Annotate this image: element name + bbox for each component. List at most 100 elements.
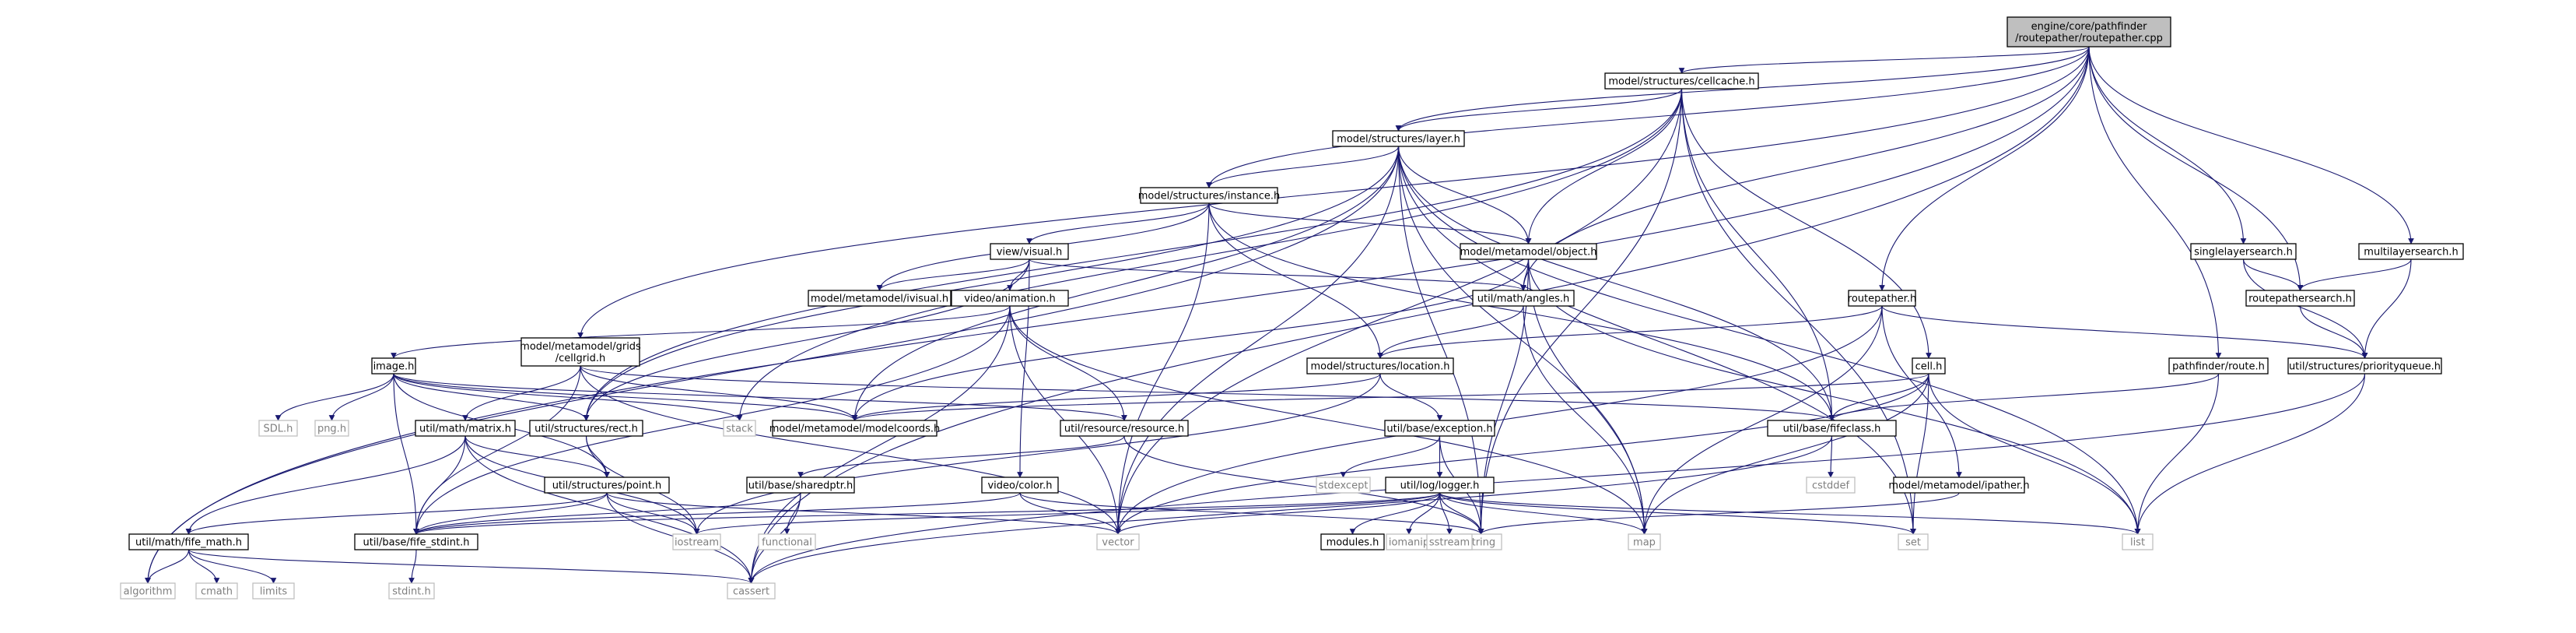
- nodes-layer: engine/core/pathfinder/routepather/route…: [120, 16, 2464, 600]
- node-multilayer-label: multilayersearch.h: [2364, 247, 2458, 258]
- node-resource-label: util/resource/resource.h: [1064, 424, 1184, 435]
- node-priorityqueue[interactable]: util/structures/priorityqueue.h: [2287, 357, 2442, 375]
- edge-instance-to-visual: [1026, 202, 1210, 244]
- node-cellgrid-box: [520, 337, 640, 367]
- edge-layer-to-object: [1397, 146, 1532, 244]
- node-fifeclass[interactable]: util/base/fifeclass.h: [1767, 420, 1897, 437]
- edge-root-to-cellgrid: [577, 46, 2090, 339]
- edge-fifemath-to-cassert: [188, 549, 755, 584]
- node-root[interactable]: engine/core/pathfinder/routepather/route…: [2006, 16, 2171, 47]
- edge-logger-to-fifestdint: [413, 492, 1441, 535]
- edge-priorityqueue-to-cassert: [748, 373, 2366, 584]
- edge-animation-to-fifestdint: [413, 305, 1011, 535]
- edge-instance-to-vector: [1115, 202, 1210, 535]
- node-cmath-label: cmath: [201, 586, 233, 598]
- edge-logger-to-string: [1439, 492, 1484, 535]
- edge-image-to-png: [328, 373, 394, 421]
- node-animation[interactable]: video/animation.h: [951, 290, 1069, 307]
- node-resource[interactable]: util/resource/resource.h: [1060, 420, 1189, 437]
- node-visual-box: [990, 243, 1069, 260]
- node-location[interactable]: model/structures/location.h: [1306, 357, 1454, 375]
- edge-multilayer-to-priorityqueue: [2361, 258, 2412, 359]
- node-modelcoords-box: [772, 420, 938, 437]
- node-set-label: set: [1905, 537, 1921, 549]
- edge-fifemath-to-algorithm: [145, 549, 190, 584]
- node-location-label: model/structures/location.h: [1311, 361, 1450, 373]
- node-cellgrid[interactable]: model/metamodel/grids/cellgrid.h: [520, 337, 641, 367]
- edge-routepather-to-priorityqueue: [1881, 305, 2368, 359]
- node-routepathersearch-label: routepathersearch.h: [2248, 294, 2352, 305]
- node-cellcache[interactable]: model/structures/cellcache.h: [1604, 72, 1759, 90]
- node-limits: limits: [252, 582, 295, 600]
- node-sstream-label: sstream: [1429, 537, 1470, 549]
- edge-cellgrid-to-modelcoords: [580, 365, 858, 421]
- node-cassert-label: cassert: [733, 586, 769, 598]
- edge-layer-to-rect: [583, 146, 1400, 421]
- edge-angles-to-location: [1377, 305, 1524, 359]
- node-image[interactable]: image.h: [371, 357, 416, 375]
- node-ivisual[interactable]: model/metamodel/ivisual.h: [808, 290, 952, 307]
- node-logger[interactable]: util/log/logger.h: [1385, 477, 1495, 494]
- node-instance-label: model/structures/instance.h: [1138, 191, 1280, 202]
- edge-route-to-fifeclass: [1828, 373, 2220, 421]
- edge-object-to-map: [1527, 258, 1648, 535]
- edge-visual-to-rect: [583, 258, 1030, 421]
- edge-cell-to-list: [1928, 373, 2141, 535]
- edge-singlelayer-to-routepathersearch: [2242, 258, 2304, 291]
- node-stack: stack: [723, 420, 756, 437]
- node-priorityqueue-box: [2287, 357, 2442, 375]
- node-image-box: [371, 357, 416, 375]
- edge-fifeclass-to-cstddef: [1828, 435, 1834, 478]
- node-resource-box: [1060, 420, 1189, 437]
- node-ipather[interactable]: model/metamodel/ipather.h: [1888, 477, 2030, 494]
- node-ivisual-box: [808, 290, 952, 307]
- node-routepathersearch[interactable]: routepathersearch.h: [2245, 290, 2355, 307]
- edge-cellgrid-to-vector: [580, 365, 1121, 535]
- node-layer[interactable]: model/structures/layer.h: [1332, 130, 1465, 147]
- edge-image-to-sdl: [275, 373, 394, 421]
- node-route[interactable]: pathfinder/route.h: [2168, 357, 2269, 375]
- edge-logger-to-sstream: [1439, 492, 1453, 535]
- edge-routepather-to-ipather: [1881, 305, 1962, 478]
- node-modules[interactable]: modules.h: [1320, 533, 1385, 550]
- node-color[interactable]: video/color.h: [981, 477, 1059, 494]
- node-angles[interactable]: util/math/angles.h: [1472, 290, 1575, 307]
- edge-resource-to-sharedptr: [797, 435, 1125, 478]
- edge-instance-to-location: [1208, 202, 1383, 359]
- node-iostream-box: [672, 533, 721, 550]
- edge-cellcache-to-stack: [736, 88, 1683, 421]
- node-matrix-box: [415, 420, 516, 437]
- node-fifestdint[interactable]: util/base/fife_stdint.h: [354, 533, 478, 550]
- edge-angles-to-map: [1523, 305, 1648, 535]
- node-map: map: [1628, 533, 1661, 550]
- node-sharedptr[interactable]: util/base/sharedptr.h: [746, 477, 855, 494]
- node-fifemath[interactable]: util/math/fife_math.h: [128, 533, 249, 550]
- node-routepather[interactable]: routepather.h: [1848, 290, 1916, 307]
- node-ivisual-label: model/metamodel/ivisual.h: [811, 294, 948, 305]
- node-multilayer[interactable]: multilayersearch.h: [2358, 243, 2464, 260]
- node-modelcoords[interactable]: model/metamodel/modelcoords.h: [769, 420, 941, 437]
- node-modelcoords-label: model/metamodel/modelcoords.h: [769, 424, 941, 435]
- edge-point-to-fifemath: [185, 492, 608, 535]
- edge-matrix-to-fifestdint: [413, 435, 466, 535]
- edge-logger-to-iostream: [693, 492, 1441, 535]
- edge-root-to-singlelayer: [2088, 46, 2247, 244]
- node-cell[interactable]: cell.h: [1912, 357, 1946, 375]
- node-exception[interactable]: util/base/exception.h: [1384, 420, 1495, 437]
- edge-layer-to-algorithm: [145, 146, 1400, 584]
- edge-logger-to-vector: [1115, 492, 1441, 535]
- node-point[interactable]: util/structures/point.h: [544, 477, 670, 494]
- node-object[interactable]: model/metamodel/object.h: [1460, 243, 1597, 260]
- node-visual[interactable]: view/visual.h: [990, 243, 1069, 260]
- node-singlelayer[interactable]: singlelayersearch.h: [2190, 243, 2297, 260]
- node-cellcache-box: [1604, 72, 1759, 90]
- node-rect[interactable]: util/structures/rect.h: [529, 420, 643, 437]
- node-functional-box: [758, 533, 816, 550]
- node-matrix[interactable]: util/math/matrix.h: [415, 420, 516, 437]
- edge-location-to-iostream: [693, 373, 1381, 535]
- node-iomanip: iomanip: [1386, 533, 1432, 550]
- edge-visual-to-angles: [1029, 258, 1526, 291]
- node-instance[interactable]: model/structures/instance.h: [1138, 187, 1280, 204]
- edge-point-to-iostream: [606, 492, 700, 535]
